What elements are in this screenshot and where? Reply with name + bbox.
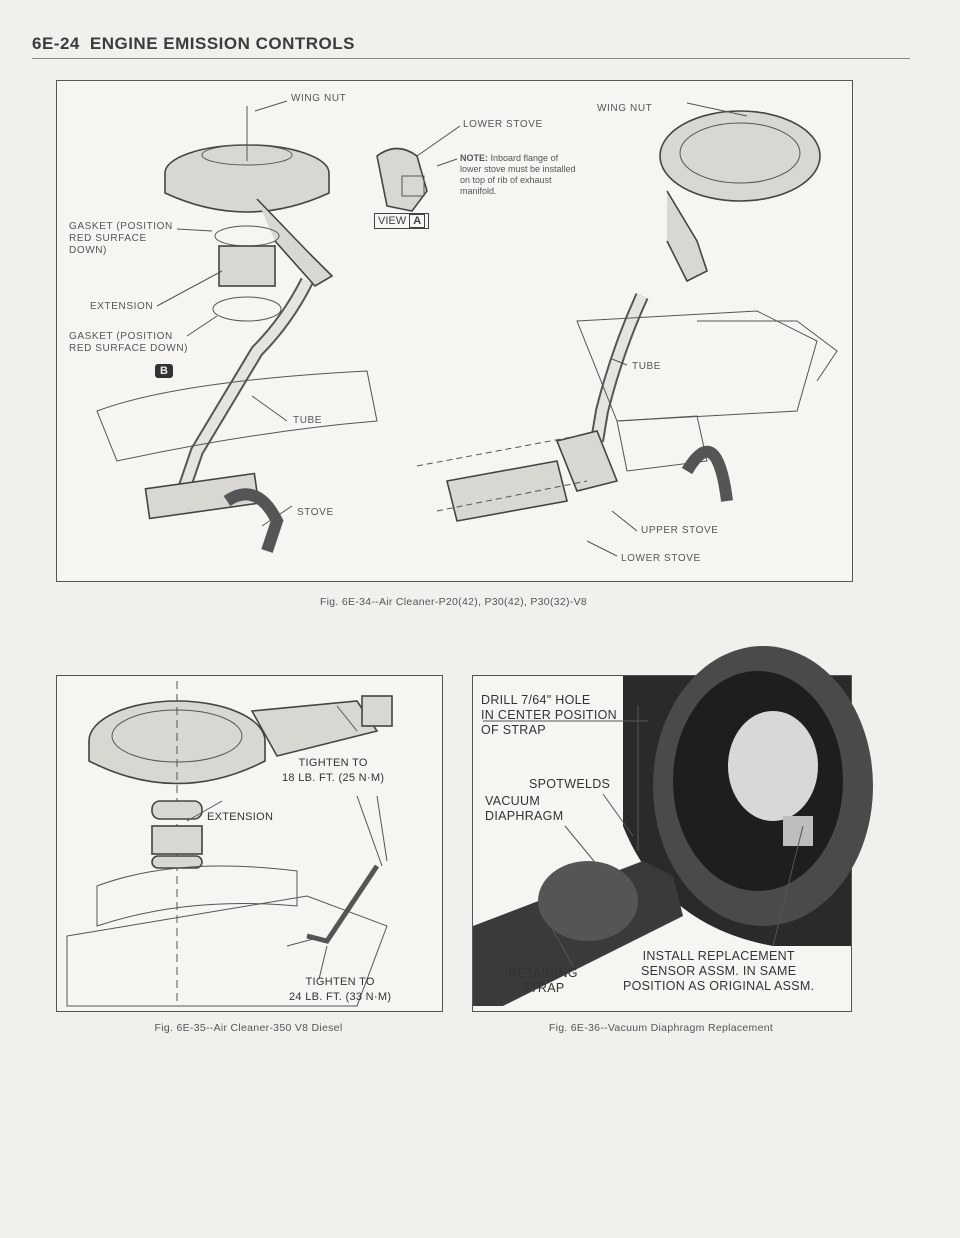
label-drill-hole: DRILL 7/64" HOLE IN CENTER POSITION OF S… [481,693,617,737]
label-tube-right: TUBE [632,361,662,372]
label-tube-left: TUBE [293,415,323,426]
header-rule [32,58,910,59]
figure-6e-34: WING NUT LOWER STOVE WING NUT NOTE: Inbo… [56,80,853,582]
label-wing-nut-right: WING NUT [597,103,653,114]
fig36-illustration [473,646,873,1011]
view-a-note: NOTE: Inboard flange of lower stove must… [460,153,580,197]
label-tighten-18: TIGHTEN TO 18 LB. FT. (25 N·m) [282,757,385,784]
view-b-letter: B [160,365,168,377]
label-install-replacement: INSTALL REPLACEMENT SENSOR ASSM. IN SAME… [623,949,815,993]
label-stove: STOVE [297,507,334,518]
note-text: Inboard flange of lower stove must be in… [460,153,576,196]
caption-fig-6e-36: Fig. 6E-36--Vacuum Diaphragm Replacement [548,1022,774,1034]
label-vacuum-diaphragm: VACUUM DIAPHRAGM [485,794,564,823]
caption-fig-6e-34: Fig. 6E-34--Air Cleaner-P20(42), P30(42)… [319,596,588,608]
label-wing-nut-left: WING NUT [291,93,347,104]
view-word: VIEW [378,215,407,227]
label-spotwelds: SPOTWELDS [529,777,611,791]
label-gasket-bottom: GASKET (POSITION RED SURFACE DOWN) [69,331,189,354]
label-extension: EXTENSION [90,301,154,312]
section-number: 6E-24 [32,34,80,53]
section-title: ENGINE EMISSION CONTROLS [89,34,356,53]
label-retaining-strap: RETAINING STRAP [508,966,578,995]
fig35-illustration [66,681,393,1007]
figure-6e-35: TIGHTEN TO 18 LB. FT. (25 N·m) EXTENSION… [56,675,443,1012]
label-extension-diesel: EXTENSION [207,811,274,823]
label-lower-stove-top: LOWER STOVE [463,119,543,130]
page-header: 6E-24 ENGINE EMISSION CONTROLS [32,34,355,54]
label-upper-stove: UPPER STOVE [641,525,719,536]
fig34-illustration [96,100,838,557]
view-b-marker: B [155,364,173,378]
view-a-letter: A [409,214,426,228]
caption-fig-6e-35: Fig. 6E-35--Air Cleaner-350 V8 Diesel [154,1022,343,1034]
label-tighten-24: TIGHTEN TO 24 LB. FT. (33 N·m) [289,976,392,1003]
view-a-box: VIEW A [374,213,430,229]
label-gasket-top: GASKET (POSITION RED SURFACE DOWN) [69,221,173,256]
label-lower-stove-bottom: LOWER STOVE [621,553,701,564]
note-prefix: NOTE: [460,153,488,163]
figure-6e-36: DRILL 7/64" HOLE IN CENTER POSITION OF S… [472,646,873,1012]
